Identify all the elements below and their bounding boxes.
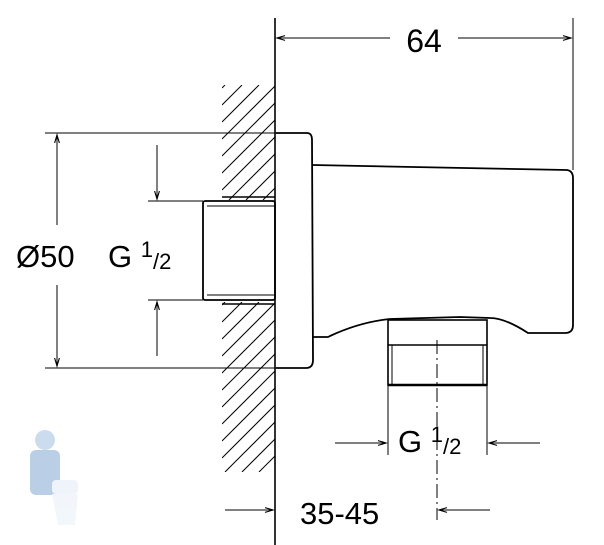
dim-64-label: 64 [406,23,442,59]
dim-64 [275,18,574,170]
hatch-line [222,353,275,408]
hatch-line [258,455,275,472]
hatch-line [224,421,275,472]
wall-thread-sub: /2 [153,249,171,274]
outlet-thread-main: G [398,424,431,459]
outlet-body [276,132,574,369]
hatch-line [222,85,275,140]
hatch-line [222,119,275,174]
hatch-line [262,187,275,200]
hatch-line [222,404,275,459]
wall-offset-label: 35-45 [300,496,379,531]
hatch-line [222,336,275,391]
wall-hatching [222,85,275,472]
wall-nipple [202,196,276,305]
hatch-line [222,85,226,89]
hatch-line [222,302,243,323]
hatch-line [245,170,275,200]
wall-thread-main: G [108,239,141,274]
hatch-line [222,370,275,425]
hatch-line [222,85,260,123]
outlet-thread-sup: 1 [431,422,443,447]
hatch-line [228,153,275,200]
wall-thread-sup: 1 [141,237,153,262]
hatch-line [241,438,275,472]
hatch-group [222,85,275,200]
wall-thread-label: G 1/2 [108,237,171,274]
outlet-thread-sub: /2 [443,434,461,459]
dim-diameter [45,132,276,369]
hatch-line [222,302,260,340]
dim-wall-thread [148,145,203,356]
hatch-group [222,302,275,472]
hatch-line [222,102,275,157]
plumber-logo [30,430,78,525]
hatch-line [222,136,275,191]
dim-diameter-label: Ø50 [16,239,75,274]
hatch-line [222,302,275,357]
outlet-thread-label: G 1/2 [398,422,461,459]
hatch-line [222,319,275,374]
dim-outlet-thread [335,385,540,455]
hatch-line [222,85,243,106]
hatch-line [222,387,275,442]
